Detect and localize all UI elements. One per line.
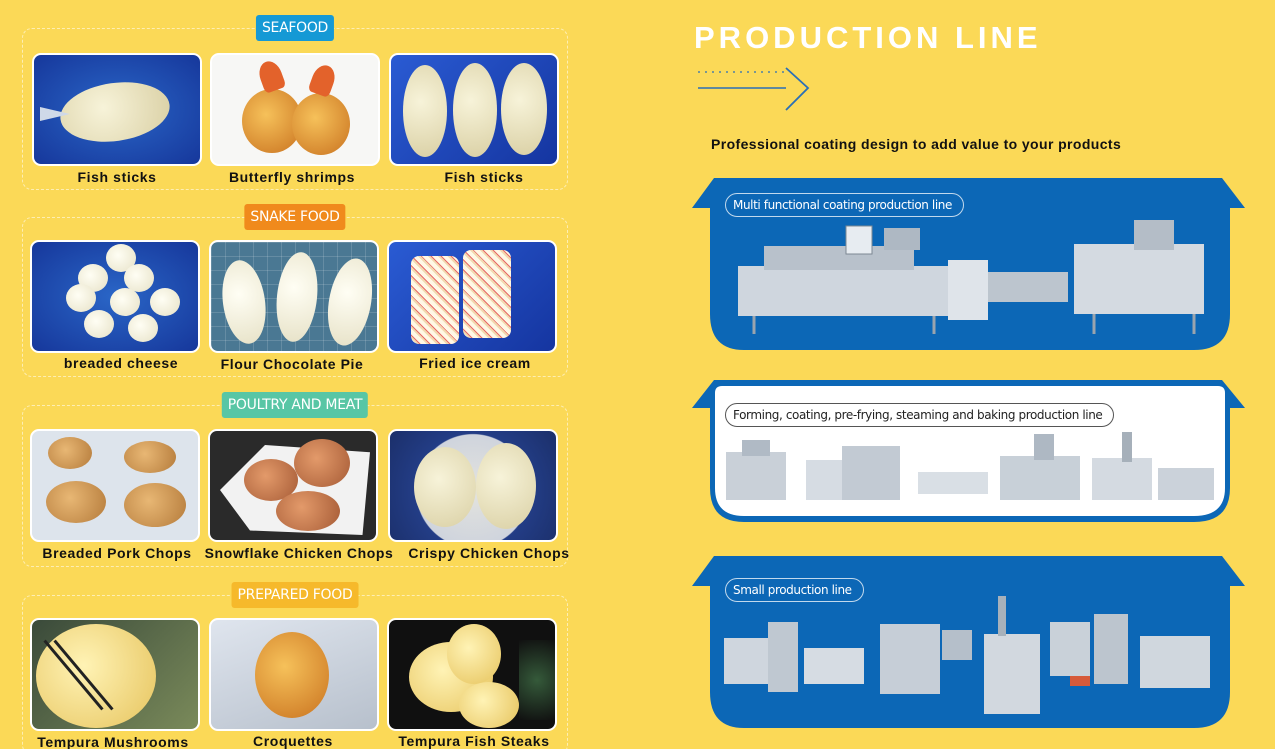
caption-butterfly-shrimps: Butterfly shrimps (228, 169, 356, 185)
small-line-image (724, 596, 1210, 714)
production-line-heading: PRODUCTION LINE (694, 20, 1042, 55)
production-line-label-2: Forming, coating, pre-frying, steaming a… (725, 403, 1115, 427)
section-badge-snack: SNAKE FOOD (244, 204, 346, 230)
section-snack-food: SNAKE FOOD (22, 204, 568, 377)
production-tagline: Professional coating design to add value… (711, 136, 1122, 152)
arrow-right-icon (698, 67, 810, 111)
caption-crispy-chicken-chops: Crispy Chicken Chops (408, 545, 570, 561)
forming-line-image (726, 432, 1214, 500)
production-line-panel-3: Small production line (692, 556, 1246, 728)
caption-croquettes: Croquettes (253, 733, 333, 749)
photo-breaded-pork-chops (30, 429, 200, 542)
coating-machine-image (738, 220, 1204, 334)
caption-breaded-pork-chops: Breaded Pork Chops (42, 545, 192, 561)
caption-fried-ice-cream: Fried ice cream (419, 355, 531, 371)
section-badge-prepared: PREPARED FOOD (231, 582, 359, 608)
caption-snowflake-chicken-chops: Snowflake Chicken Chops (204, 545, 394, 561)
photo-snowflake-chicken-chops (208, 429, 378, 542)
photo-tempura-fish-steaks (387, 618, 557, 731)
photo-crispy-chicken-chops (388, 429, 558, 542)
photo-fried-ice-cream (387, 240, 557, 353)
photo-coated-fish-sticks (389, 53, 559, 166)
photo-flour-chocolate-pie (209, 240, 379, 353)
section-badge-seafood: SEAFOOD (255, 15, 335, 41)
section-poultry-meat: POULTRY AND MEAT (22, 392, 568, 567)
production-line-panel-2: Forming, coating, pre-frying, steaming a… (692, 380, 1246, 522)
caption-flour-chocolate-pie: Flour Chocolate Pie (220, 356, 364, 372)
photo-butterfly-shrimps (210, 53, 380, 166)
production-line-label-3: Small production line (725, 578, 864, 602)
caption-tempura-fish-steaks: Tempura Fish Steaks (398, 733, 550, 749)
section-badge-poultry: POULTRY AND MEAT (221, 392, 369, 418)
photo-croquettes (209, 618, 379, 731)
photo-breaded-cheese (30, 240, 200, 353)
section-seafood: SEAFOOD (22, 15, 568, 190)
photo-tempura-mushrooms (30, 618, 200, 731)
production-line-panel-1: Multi functional coating production line (692, 178, 1246, 350)
production-line-label-1: Multi functional coating production line (725, 193, 964, 217)
caption-tempura-mushrooms: Tempura Mushrooms (37, 734, 189, 749)
section-prepared-food: PREPARED FOOD (22, 582, 568, 749)
caption-fish-sticks-2: Fish sticks (444, 169, 524, 185)
caption-fish-sticks: Fish sticks (77, 169, 157, 185)
photo-fish-sticks (32, 53, 202, 166)
caption-breaded-cheese: breaded cheese (63, 355, 179, 371)
